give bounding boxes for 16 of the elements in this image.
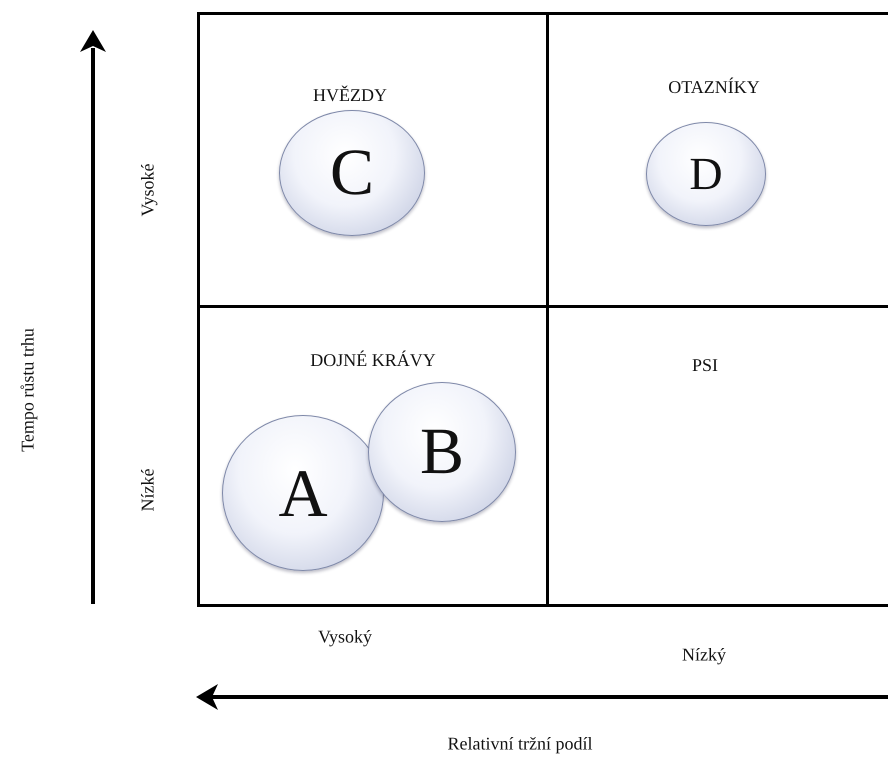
quadrant-title: HVĚZDY <box>313 85 387 106</box>
bubble-label: A <box>278 459 328 527</box>
quadrant-title: OTAZNÍKY <box>668 77 760 98</box>
bubble-label: D <box>689 151 723 197</box>
bubble-label: B <box>420 419 464 485</box>
axis-value-label: Nízký <box>682 644 726 666</box>
quadrant-title: PSI <box>692 355 718 376</box>
quadrant-box <box>197 12 549 308</box>
axis-value-label: Vysoké <box>138 164 158 216</box>
axis-value-label: Nízké <box>138 468 158 512</box>
quadrant-title: DOJNÉ KRÁVY <box>310 350 436 371</box>
axis-title: Relativní tržní podíl <box>448 734 592 754</box>
quadrant-box <box>197 305 549 607</box>
axis-title: Tempo růstu trhu <box>18 328 38 452</box>
bubble-label: C <box>330 140 374 206</box>
axis-value-label: Vysoký <box>318 626 372 648</box>
